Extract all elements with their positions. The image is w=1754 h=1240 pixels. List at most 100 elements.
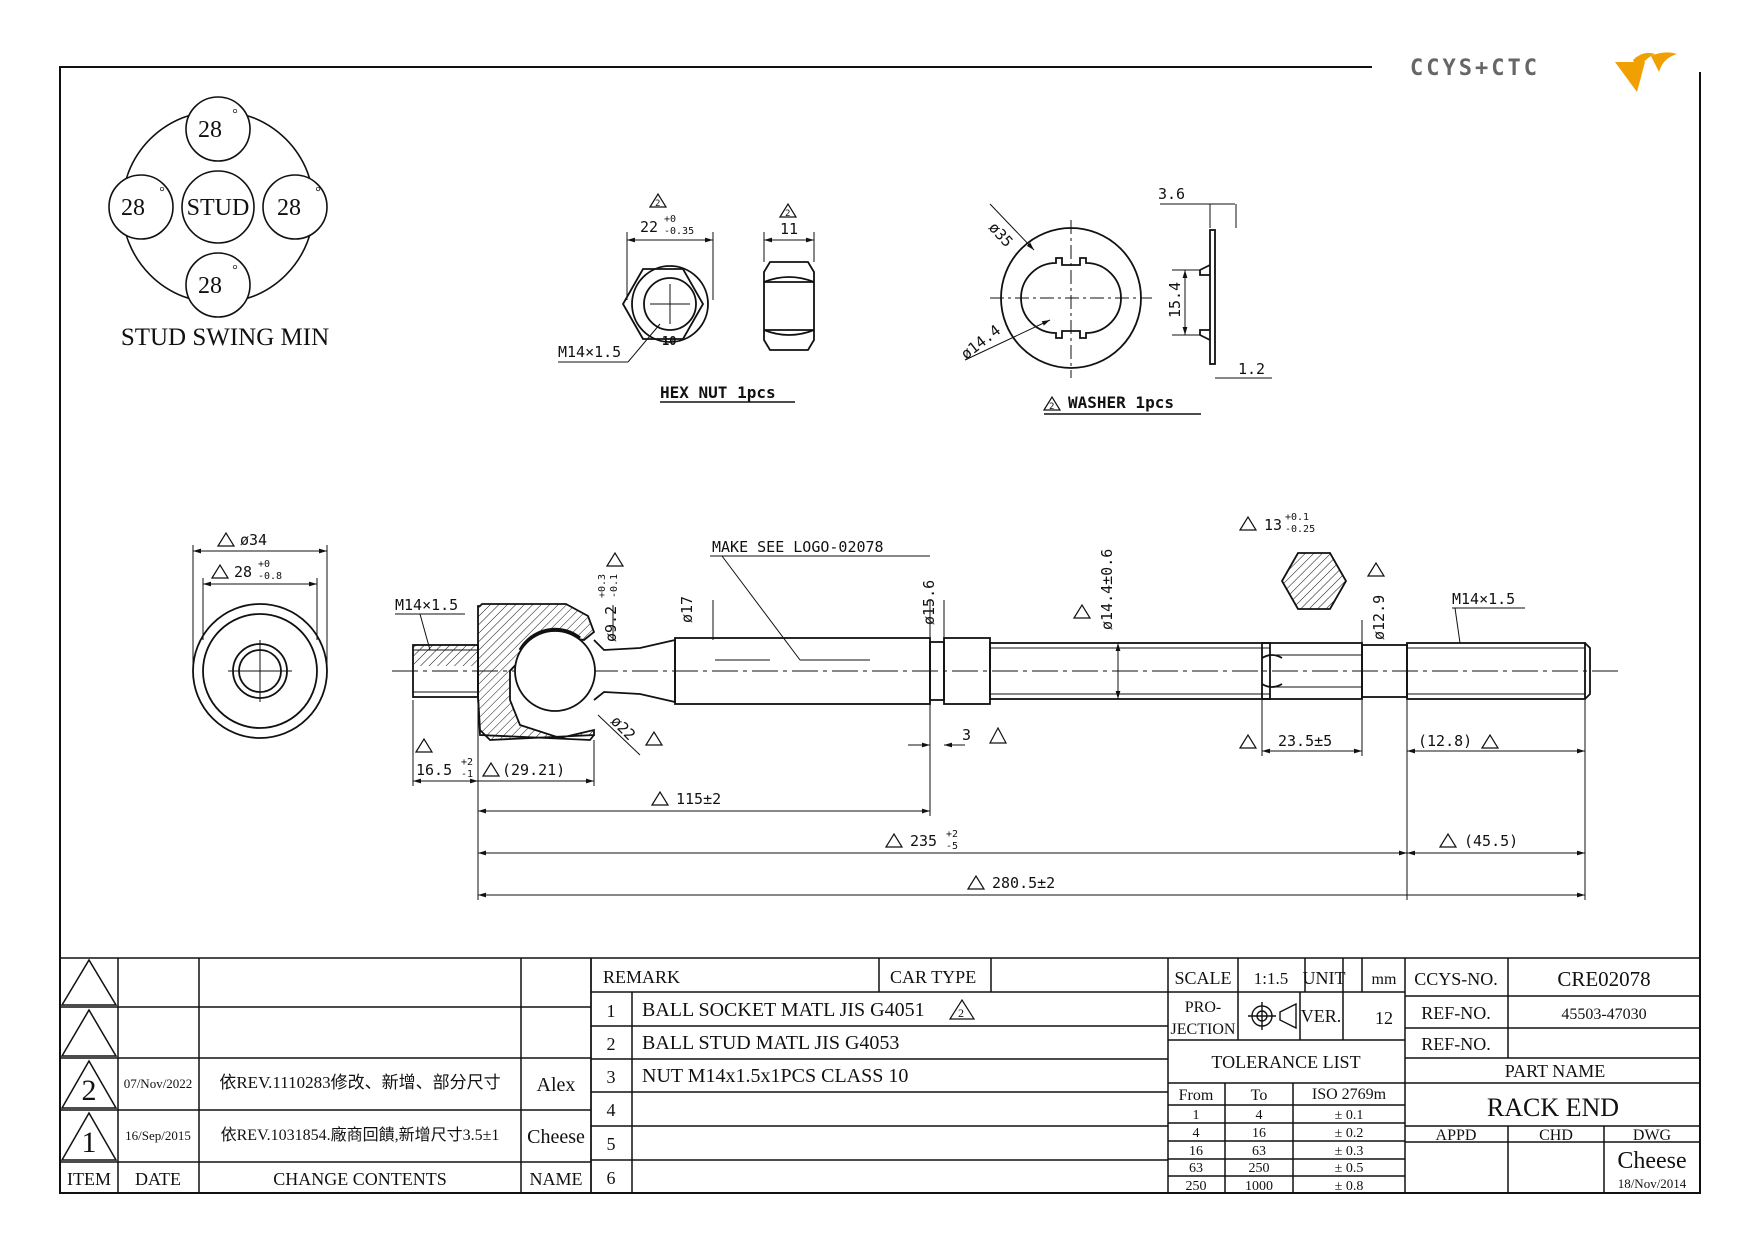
nut-thread: M14×1.5 [558, 343, 621, 361]
hex-nut-title: HEX NUT 1pcs [660, 383, 776, 402]
logo-note: MAKE SEE LOGO-02078 [712, 538, 884, 556]
remark-text: BALL STUD MATL JIS G4053 [642, 1032, 899, 1054]
ref-no-label: REF-NO. [1421, 1003, 1491, 1023]
collar-dia: ø15.6 [920, 580, 938, 625]
ball-neck-tol-lower: -0.1 [609, 574, 620, 598]
tol-from: 4 [1193, 1126, 1200, 1141]
rev-mark: 2 [1049, 402, 1054, 412]
washer-inner-dia: ø14.4 [957, 321, 1004, 363]
tol-value: ± 0.5 [1335, 1161, 1364, 1176]
rack-end-main-view [392, 552, 1620, 741]
rev-item: 2 [82, 1074, 97, 1107]
dim-45: (45.5) [1464, 832, 1518, 850]
remark-text: BALL SOCKET MATL JIS G4051 [642, 999, 925, 1021]
degree-mark: ° [159, 185, 165, 200]
hex-nut-dimensions [558, 232, 815, 403]
chd-label: CHD [1539, 1127, 1573, 1144]
socket-length: (29.21) [502, 761, 565, 779]
col-header-name: NAME [530, 1169, 583, 1189]
remark-no: 6 [607, 1168, 616, 1188]
ver-label: VER. [1301, 1006, 1342, 1026]
end-inner-tol-upper: +0 [258, 559, 270, 570]
rev-mark: 2 [785, 209, 790, 219]
left-length-tol-lower: -1 [461, 769, 473, 780]
tol-to: 1000 [1245, 1179, 1273, 1194]
dim-280: 280.5±2 [992, 874, 1055, 892]
stud-label: STUD [187, 195, 250, 221]
washer-dimensions [964, 203, 1272, 415]
dim-235-tol-lower: -5 [946, 841, 958, 852]
ref-no2-label: REF-NO. [1421, 1034, 1491, 1054]
tol-from: 1 [1193, 1108, 1200, 1123]
tol-to: 63 [1252, 1144, 1266, 1159]
rev-name: Alex [537, 1074, 576, 1096]
nut-thickness-dim: 11 [780, 220, 798, 238]
hex-tol-lower: -0.25 [1285, 524, 1315, 535]
stud-swing-view [108, 96, 328, 318]
rod-dia: ø14.4±0.6 [1098, 549, 1116, 630]
tol-header-std: ISO 2769m [1312, 1086, 1387, 1103]
drawer-name: Cheese [1617, 1148, 1686, 1174]
nut-width-tol-upper: +0 [664, 214, 676, 225]
revision-triangles [60, 958, 118, 1161]
stud-swing-title: STUD SWING MIN [121, 324, 329, 351]
collar-width: 3 [962, 726, 971, 744]
tol-value: ± 0.3 [1335, 1144, 1364, 1159]
ball-dia: ø22 [607, 712, 639, 744]
projection-symbol-icon [1248, 1002, 1297, 1030]
left-length-tol-upper: +2 [461, 757, 473, 768]
end-outer-dia: ø34 [240, 531, 267, 549]
degree-mark: ° [232, 107, 238, 122]
ccys-no: CRE02078 [1557, 967, 1650, 991]
tol-value: ± 0.8 [1335, 1179, 1364, 1194]
logo-text: CCYS+CTC [1410, 56, 1540, 81]
rev-content: 依REV.1110283修改、新增、部分尺寸 [219, 1073, 500, 1092]
logo-mark-icon [1615, 52, 1677, 92]
col-header-content: CHANGE CONTENTS [273, 1169, 447, 1189]
part-name: RACK END [1487, 1093, 1619, 1122]
company-logo: CCYS+CTC [1410, 48, 1700, 100]
remark-header: REMARK [603, 967, 680, 987]
swing-angle-bottom: 28 [198, 273, 222, 299]
degree-mark: ° [232, 263, 238, 278]
tol-to: 4 [1256, 1108, 1263, 1123]
car-type-label: CAR TYPE [890, 967, 976, 987]
rev-mark: 2 [958, 1006, 964, 1020]
ball-neck-dia: ø9.2 [602, 606, 620, 642]
title-block-lines [60, 957, 1700, 1193]
drawing-border [59, 66, 1701, 1194]
swing-angle-left: 28 [121, 195, 145, 221]
washer-title: WASHER 1pcs [1068, 393, 1174, 412]
unit-label: UNIT [1303, 968, 1346, 988]
remark-no: 2 [607, 1034, 616, 1054]
remark-text: NUT M14x1.5x1PCS CLASS 10 [642, 1065, 908, 1087]
hex-size: 13 [1264, 516, 1282, 534]
tol-header-to: To [1251, 1087, 1268, 1104]
washer-front-view [990, 220, 1152, 378]
rev-content: 依REV.1031854.廠商回饋,新增尺寸3.5±1 [221, 1125, 500, 1144]
degree-mark: ° [315, 185, 321, 200]
ver-value: 12 [1375, 1008, 1393, 1028]
tol-from: 63 [1189, 1161, 1203, 1176]
hex-nut-front-view [621, 265, 709, 343]
tol-from: 16 [1189, 1144, 1203, 1159]
ref-no: 45503-47030 [1561, 1006, 1646, 1023]
washer-height: 15.4 [1166, 282, 1184, 318]
appd-label: APPD [1436, 1127, 1477, 1144]
ccys-no-label: CCYS-NO. [1414, 969, 1498, 989]
hex-nut-side-view [763, 261, 815, 351]
scale-value: 1:1.5 [1254, 969, 1288, 988]
nut-width-dim: 22 [640, 218, 658, 236]
unit-value: mm [1372, 971, 1397, 988]
remark-no: 5 [607, 1134, 616, 1154]
left-thread-spec: M14×1.5 [395, 596, 458, 614]
projection-label: JECTION [1171, 1021, 1236, 1038]
end-inner-dia: 28 [234, 563, 252, 581]
washer-side-view [1199, 229, 1216, 365]
nut-width-tol-lower: -0.35 [664, 226, 694, 237]
col-header-date: DATE [135, 1169, 181, 1189]
ball-neck-tol-upper: +0.3 [597, 574, 608, 598]
washer-outer-dia: ø35 [985, 219, 1017, 251]
right-thread-spec: M14×1.5 [1452, 590, 1515, 608]
